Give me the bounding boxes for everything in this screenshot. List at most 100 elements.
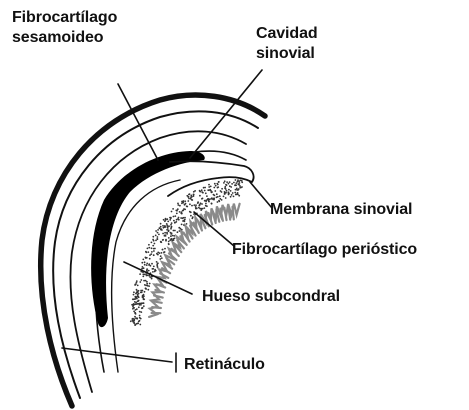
stipple-dot [211, 192, 213, 194]
stipple-dot [235, 189, 237, 191]
stipple-dot [136, 296, 138, 298]
stipple-dot [151, 242, 153, 244]
stipple-dot [160, 229, 162, 231]
stipple-dot [216, 183, 218, 185]
stipple-dot [168, 243, 170, 245]
stipple-dot [208, 184, 210, 186]
label-fibrocartilago-periostico: Fibrocartílago perióstico [232, 240, 417, 260]
stipple-dot [171, 222, 173, 224]
stipple-dot [233, 196, 235, 198]
stipple-dot [179, 205, 181, 207]
stipple-dot [220, 190, 222, 192]
stipple-dot [188, 194, 190, 196]
stipple-dot [209, 189, 211, 191]
stipple-dot [148, 270, 150, 272]
stipple-dot [184, 209, 186, 211]
stipple-dot [234, 185, 236, 187]
stipple-dot [179, 211, 181, 213]
stipple-dot [171, 232, 173, 234]
stipple-dot [151, 251, 153, 253]
stipple-dot [181, 224, 183, 226]
stipple-dot [162, 233, 164, 235]
stipple-dot [134, 284, 136, 286]
stipple-dot [213, 194, 215, 196]
stipple-dot [137, 300, 139, 302]
stipple-dot [170, 224, 172, 226]
stipple-dot [224, 186, 226, 188]
stipple-dot [204, 190, 206, 192]
stipple-dot [161, 252, 163, 254]
stipple-dot [166, 224, 168, 226]
stipple-dot [216, 193, 218, 195]
stipple-dot [168, 237, 170, 239]
stipple-dot [143, 302, 145, 304]
stipple-dot [177, 203, 179, 205]
stipple-dot [143, 305, 145, 307]
stipple-dot [145, 288, 147, 290]
stipple-dot [143, 295, 145, 297]
stipple-dot [192, 216, 194, 218]
stipple-dot [229, 185, 231, 187]
stipple-dot [235, 179, 237, 181]
stipple-dot [137, 285, 139, 287]
stipple-dot [169, 217, 171, 219]
stipple-dot [133, 307, 135, 309]
stipple-dot [219, 195, 221, 197]
stipple-dot [213, 197, 215, 199]
stipple-dot [153, 266, 155, 268]
stipple-dot [162, 225, 164, 227]
stipple-dot [229, 181, 231, 183]
stipple-dot [157, 262, 159, 264]
stipple-dot [166, 232, 168, 234]
stipple-dot [142, 276, 144, 278]
stipple-dot [184, 200, 186, 202]
label-cavidad-sinovial: Cavidad sinovial [256, 24, 318, 64]
stipple-dot [161, 257, 163, 259]
stipple-dot [206, 195, 208, 197]
stipple-dot [217, 196, 219, 198]
stipple-dot [237, 194, 239, 196]
stipple-dot [166, 218, 168, 220]
stipple-dot [228, 183, 230, 185]
stipple-dot [226, 190, 228, 192]
stipple-dot [139, 281, 141, 283]
stipple-dot [136, 290, 138, 292]
stipple-dot [230, 196, 232, 198]
stipple-dot [138, 293, 140, 295]
stipple-dot [187, 200, 189, 202]
periosteal-spike [154, 296, 163, 298]
stipple-dot [132, 318, 134, 320]
stipple-dot [195, 208, 197, 210]
stipple-dot [146, 283, 148, 285]
stipple-dot [135, 296, 137, 298]
stipple-dot [214, 183, 216, 185]
stipple-dot [163, 227, 165, 229]
stipple-dot [147, 248, 149, 250]
stipple-dot [178, 227, 180, 229]
stipple-dot [138, 306, 140, 308]
stipple-dot [225, 197, 227, 199]
stipple-dot [132, 306, 134, 308]
stipple-dot [205, 200, 207, 202]
stipple-dot [174, 215, 176, 217]
stipple-dot [140, 311, 142, 313]
stipple-dot [157, 252, 159, 254]
stipple-dot [135, 302, 137, 304]
stipple-dot [148, 244, 150, 246]
stipple-dot [174, 238, 176, 240]
stipple-dot [152, 268, 154, 270]
stipple-dot [210, 186, 212, 188]
stipple-dot [154, 243, 156, 245]
stipple-dot [238, 195, 240, 197]
stipple-dot [174, 230, 176, 232]
stipple-dot [232, 192, 234, 194]
stipple-dot [190, 198, 192, 200]
stipple-dot [173, 216, 175, 218]
stipple-dot [154, 248, 156, 250]
stipple-dot [158, 234, 160, 236]
stipple-dot [204, 187, 206, 189]
stipple-dot [165, 240, 167, 242]
stipple-dot [157, 232, 159, 234]
stipple-dot [188, 198, 190, 200]
stipple-dot [144, 291, 146, 293]
